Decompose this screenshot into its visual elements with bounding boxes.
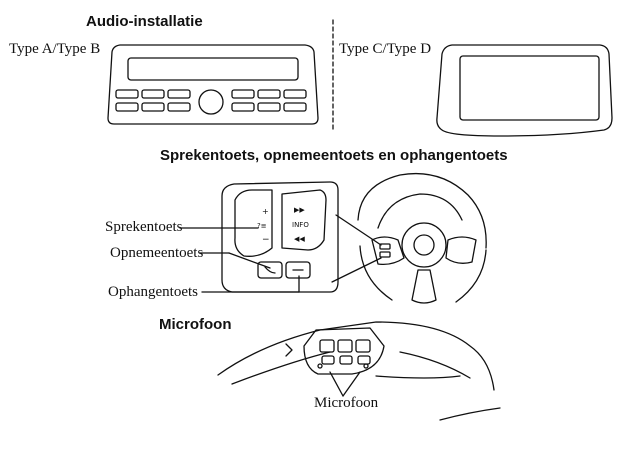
type-ab-label: Type A/Type B — [9, 41, 101, 57]
steering-button-panel-zoom: + ?≡ − ▶▶ INFO ◀◀ — [221, 181, 339, 293]
microphone-heading: Microfoon — [159, 316, 232, 333]
audio-unit-type-ab — [107, 44, 319, 125]
type-cd-label: Type C/Type D — [339, 41, 432, 57]
svg-text:?≡: ?≡ — [257, 222, 267, 230]
volume-knob — [198, 89, 224, 115]
audio-unit-type-cd — [436, 44, 613, 137]
steering-wheel — [357, 172, 487, 304]
pickup-button-callout: Opnemeentoets — [110, 245, 204, 261]
info-button-mark: INFO — [292, 221, 309, 229]
microphone-callout: Microfoon — [314, 395, 379, 411]
svg-text:+: + — [262, 207, 269, 216]
overhead-console — [217, 321, 501, 421]
microphone-left — [317, 363, 323, 369]
pickup-callout-leader — [228, 252, 271, 269]
hangup-button — [285, 261, 311, 279]
svg-text:◀◀: ◀◀ — [294, 235, 305, 243]
audio-display-screen — [127, 57, 299, 81]
talk-button-callout: Sprekentoets — [105, 219, 183, 235]
audio-installation-heading: Audio-installatie — [86, 13, 203, 30]
hangup-button-callout: Ophangentoets — [108, 284, 198, 300]
microphone-callout-leader — [329, 371, 344, 397]
svg-text:−: − — [262, 235, 270, 245]
pickup-button — [257, 261, 283, 279]
steering-buttons-heading: Sprekentoets, opnemeentoets en ophangent… — [160, 147, 508, 164]
microphone-right — [363, 363, 369, 369]
touchscreen-display — [459, 55, 600, 121]
svg-text:▶▶: ▶▶ — [294, 206, 305, 214]
